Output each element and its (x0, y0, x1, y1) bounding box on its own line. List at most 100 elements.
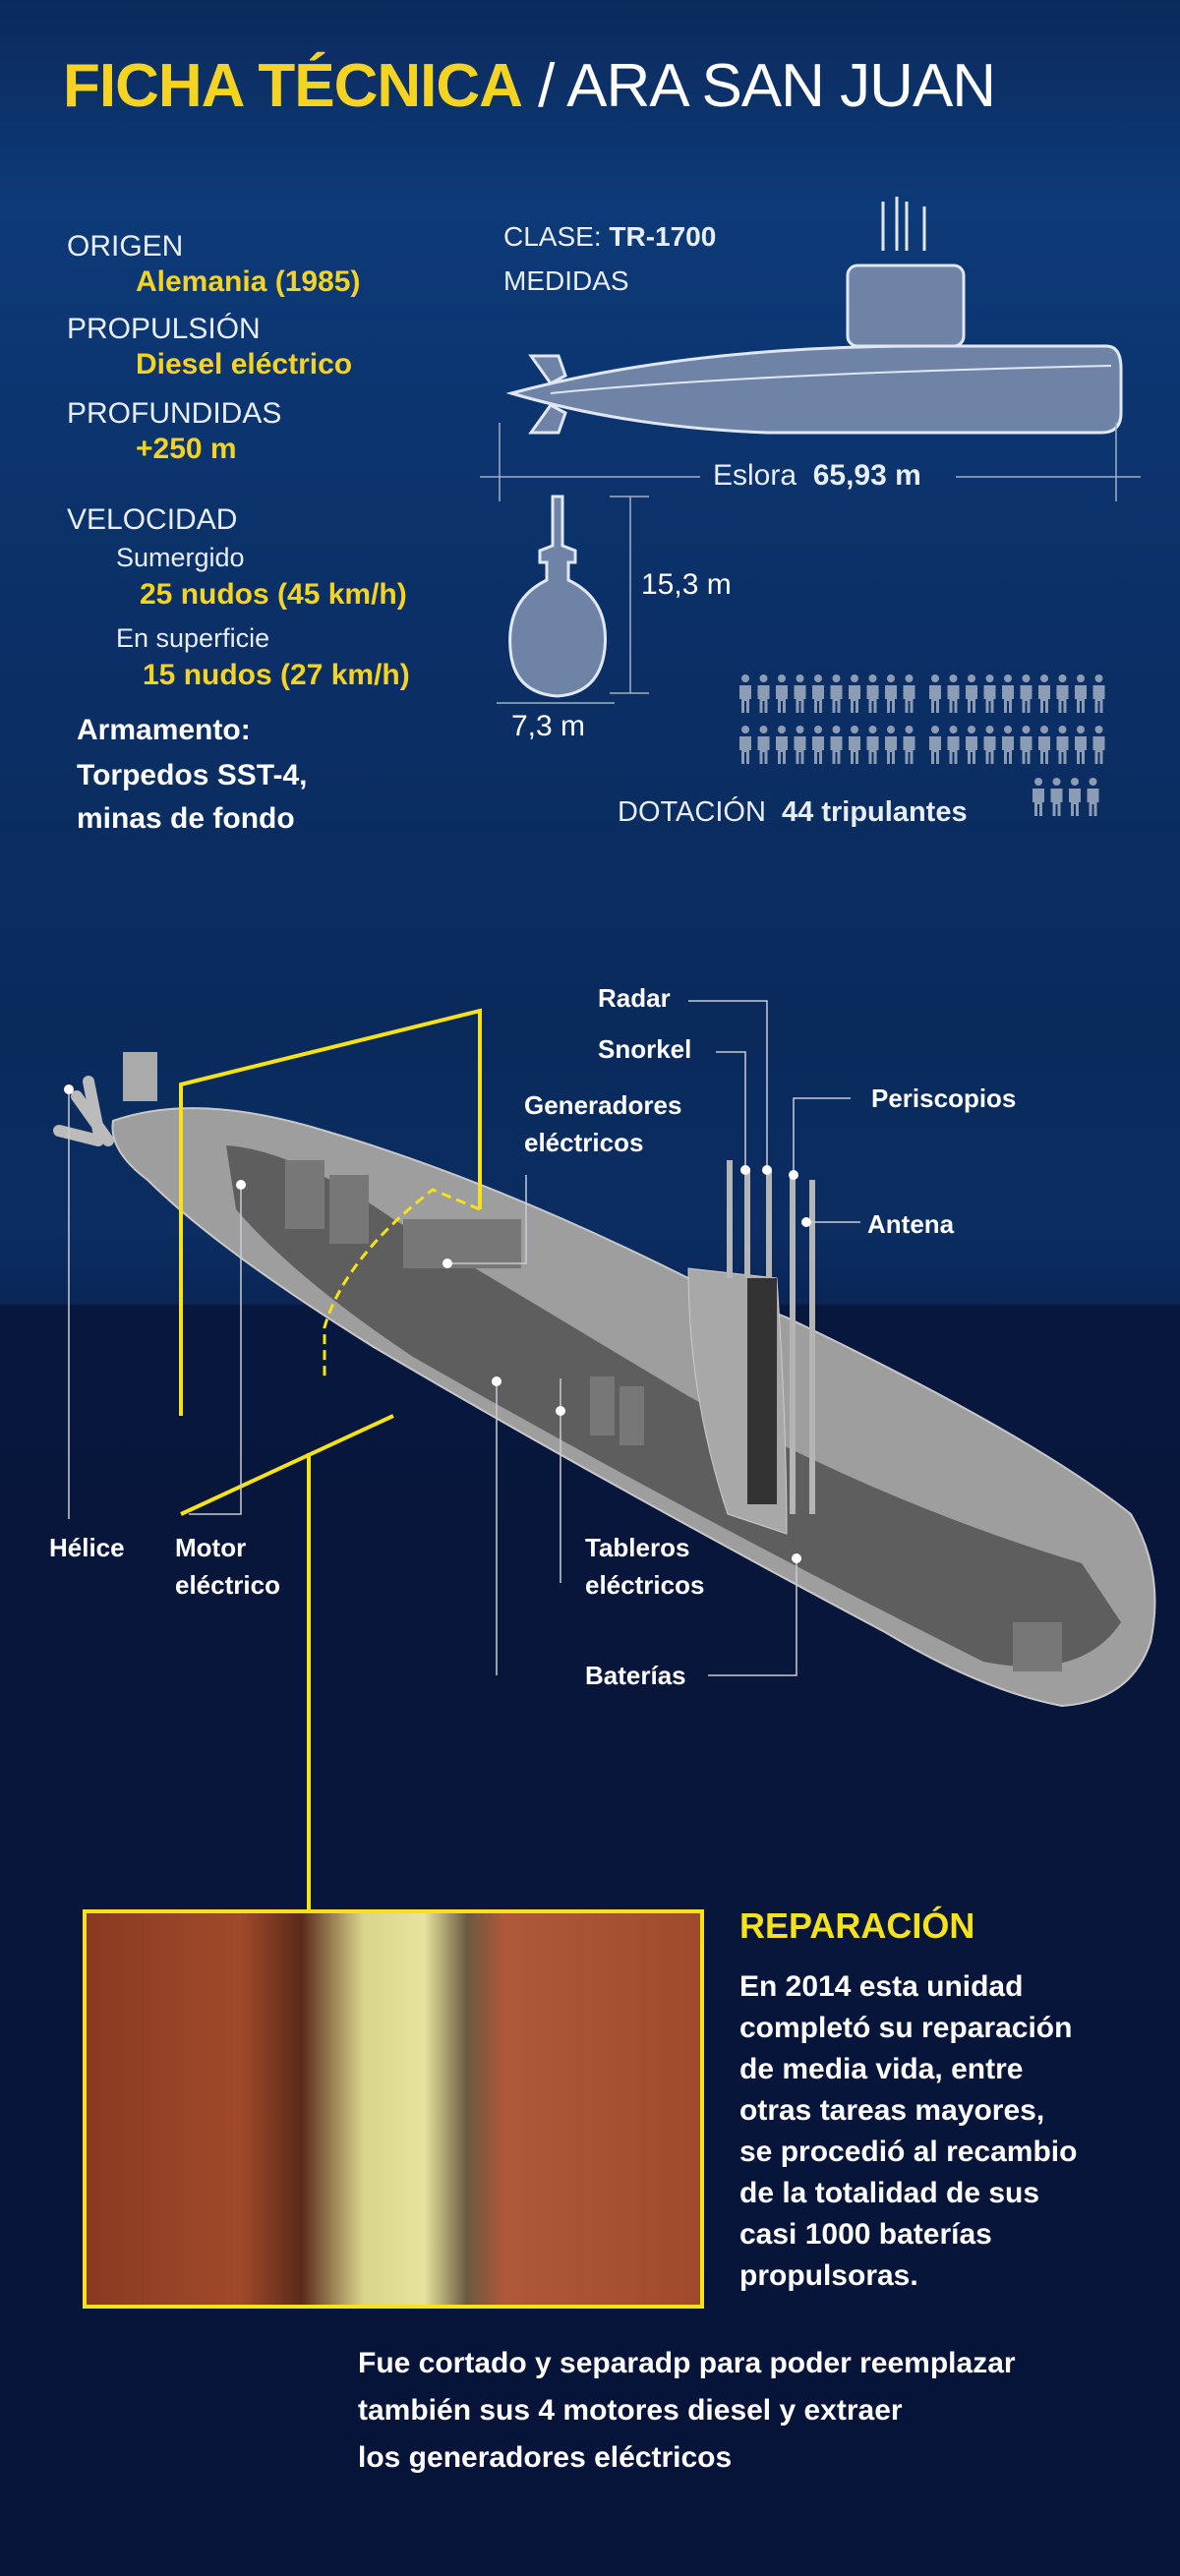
crew-member-icon (1022, 726, 1031, 733)
reparacion-line: casi 1000 baterías (739, 2218, 992, 2251)
crew-member-icon (983, 736, 996, 764)
crew-member-icon (757, 736, 770, 764)
callout-motor-2: eléctrico (175, 1570, 280, 1600)
crew-member-icon (905, 674, 914, 682)
crew-member-icon (830, 736, 843, 764)
crew-icons (739, 674, 1105, 816)
crew-member-icon (1058, 674, 1067, 682)
page-title: FICHA TÉCNICA / ARA SAN JUAN (63, 51, 996, 121)
crew-member-icon (739, 685, 751, 713)
eslora-label: Eslora (713, 459, 797, 492)
crew-member-icon (1032, 789, 1044, 816)
crew-member-icon (1002, 685, 1014, 713)
reparacion-text: En 2014 esta unidad completó su reparaci… (739, 1966, 1077, 2297)
crew-member-icon (887, 726, 895, 733)
reparacion-line: se procedió al recambio (739, 2136, 1078, 2168)
crew-member-icon (814, 674, 822, 682)
crew-member-icon (832, 674, 841, 682)
reparacion-line: propulsoras. (739, 2259, 918, 2292)
crew-member-icon (794, 736, 806, 764)
crew-member-icon (796, 726, 804, 733)
callout-generadores-1: Generadores (524, 1090, 682, 1120)
crew-member-icon (1050, 789, 1063, 816)
crew-member-icon (1040, 726, 1048, 733)
callout-helice: Hélice (49, 1533, 125, 1562)
callout-periscopios: Periscopios (871, 1083, 1017, 1113)
crew-member-icon (929, 736, 941, 764)
crew-member-icon (1092, 685, 1105, 713)
armamento-label: Armamento: (77, 714, 251, 746)
callout-snorkel: Snorkel (598, 1034, 692, 1064)
crew-member-icon (1038, 736, 1050, 764)
crew-member-icon (866, 685, 879, 713)
crew-member-icon (739, 736, 751, 764)
crew-member-icon (887, 674, 895, 682)
crew-member-icon (903, 736, 915, 764)
callout-antena: Antena (867, 1209, 955, 1239)
crew-member-icon (776, 685, 788, 713)
repair-photo (83, 1909, 704, 2309)
crew-member-icon (1056, 685, 1069, 713)
reparacion-line: otras tareas mayores, (739, 2094, 1045, 2127)
crew-member-icon (849, 685, 860, 713)
origen-value: Alemania (1985) (136, 265, 361, 298)
medidas-label: MEDIDAS (503, 265, 629, 296)
submarine-cross-section (508, 495, 608, 698)
crew-member-icon (1094, 674, 1103, 682)
armamento-line1: Torpedos SST-4, (77, 759, 308, 791)
crew-member-icon (812, 736, 824, 764)
sumergido-label: Sumergido (116, 543, 245, 572)
title-main: FICHA TÉCNICA (63, 52, 523, 120)
velocidad-label: VELOCIDAD (67, 503, 238, 536)
crew-member-icon (1040, 674, 1048, 682)
crew-member-icon (1087, 789, 1099, 816)
crew-member-icon (830, 685, 843, 713)
crew-member-icon (947, 736, 960, 764)
crew-member-icon (1094, 726, 1103, 733)
crew-member-icon (796, 674, 804, 682)
clase-value: TR-1700 (609, 221, 717, 252)
profundidad-value: +250 m (136, 433, 237, 465)
crew-member-icon (1077, 726, 1085, 733)
reparacion-line: de la totalidad de sus (739, 2177, 1040, 2209)
cut-frame (179, 1008, 482, 1909)
crew-member-icon (1092, 736, 1105, 764)
crew-member-icon (868, 674, 877, 682)
crew-member-icon (778, 726, 786, 733)
crew-member-icon (966, 685, 977, 713)
reparacion-line: completó su reparación (739, 2012, 1073, 2044)
crew-member-icon (851, 726, 858, 733)
crew-member-icon (1020, 685, 1032, 713)
crew-member-icon (851, 674, 858, 682)
callout-baterias: Baterías (585, 1661, 686, 1690)
crew-member-icon (1071, 778, 1079, 786)
eslora: Eslora 65,93 m (713, 459, 921, 493)
propulsion-label: PROPULSIÓN (67, 313, 261, 345)
crew-member-icon (931, 726, 939, 733)
clase: CLASE: TR-1700 (503, 221, 716, 253)
crew-member-icon (1075, 736, 1087, 764)
crew-member-icon (1056, 736, 1069, 764)
armamento-line2: minas de fondo (77, 802, 295, 835)
crew-member-icon (1022, 674, 1031, 682)
callout-generadores-2: eléctricos (524, 1128, 644, 1157)
crew-member-icon (949, 674, 958, 682)
crew-member-icon (1052, 778, 1061, 786)
crew-member-icon (903, 685, 915, 713)
crew-member-icon (929, 685, 941, 713)
reparacion-line: En 2014 esta unidad (739, 1970, 1024, 2003)
title-separator: / (521, 52, 567, 120)
crew-member-icon (1002, 736, 1014, 764)
profundidad-label: PROFUNDIDAS (67, 397, 282, 430)
crew-member-icon (1034, 778, 1042, 786)
note-line: Fue cortado y separadp para poder reempl… (358, 2347, 1016, 2379)
crew-member-icon (741, 726, 749, 733)
callout-lines (68, 1000, 860, 1676)
crew-member-icon (983, 685, 996, 713)
note-line: también sus 4 motores diesel y extraer (358, 2394, 903, 2427)
callout-generadores: Generadores eléctricos (524, 1086, 681, 1161)
crew-member-icon (1089, 778, 1097, 786)
